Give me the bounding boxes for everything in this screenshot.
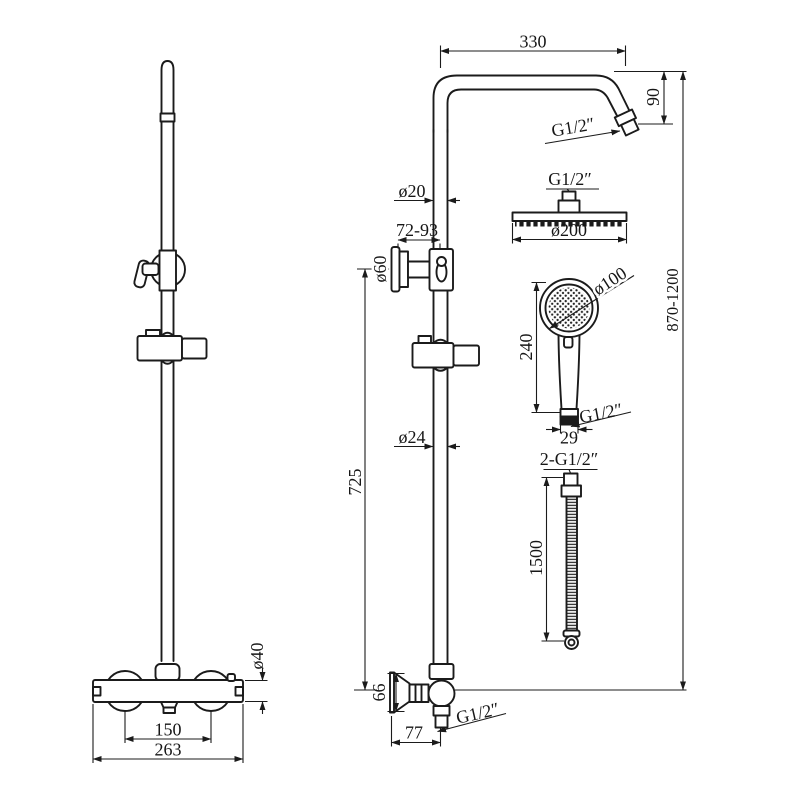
mixer-body [92, 679, 244, 703]
dim-hose-length: 1500 [526, 540, 546, 576]
dim-handset-diameter: ø100 [589, 263, 630, 299]
mixer-button [226, 673, 236, 682]
dim-handset-neck: 29 [560, 428, 578, 448]
dimension-labels: 150 263 ø40 330 90 G1/2″ 870-1200 G1/2″ … [155, 32, 683, 760]
dim-head-thread: G1/2″ [548, 169, 592, 189]
wall-bracket [133, 249, 186, 292]
bracket-flange [390, 246, 401, 293]
arm-outlet-connector [613, 108, 640, 137]
slider-holder [136, 329, 208, 365]
handset-button [563, 336, 574, 349]
dimension-lines [92, 45, 687, 763]
product-side-view [92, 60, 244, 714]
dim-bracket-flange-diameter: ø60 [370, 256, 390, 283]
dim-valve-diameter: ø40 [247, 643, 267, 670]
diagram-slider-holder [411, 335, 480, 372]
shower-hose [560, 472, 582, 650]
foot-ball-joint [427, 679, 456, 708]
rail-collar [159, 112, 176, 123]
dim-pipe-lower-diameter: ø24 [399, 427, 426, 447]
dim-foot-flange: 66 [369, 684, 389, 702]
diagram-wall-bracket [390, 246, 454, 293]
diagram-view [389, 74, 640, 729]
hand-shower [539, 278, 599, 426]
dim-valve-width: 263 [155, 740, 182, 760]
dim-foot-reach: 77 [405, 723, 423, 743]
dim-handset-thread: G1/2″ [578, 399, 625, 427]
dim-head-diameter: ø200 [551, 220, 587, 240]
mixer-valve [92, 663, 244, 714]
dim-arm-length: 330 [520, 32, 547, 52]
shower-arm [432, 74, 640, 137]
dim-hose-thread: 2-G1/2″ [540, 449, 599, 469]
dim-pipe-section-length: 725 [345, 469, 365, 496]
diagram-riser-rail [432, 129, 449, 666]
rain-head [511, 190, 628, 227]
dim-bracket-reach: 72-93 [396, 220, 438, 240]
dim-height-range: 870-1200 [663, 268, 682, 331]
dim-foot-thread: G1/2″ [454, 699, 501, 728]
foot-flange [389, 671, 411, 714]
dim-arm-drop: 90 [643, 88, 663, 106]
dim-handset-length: 240 [516, 334, 536, 361]
dim-valve-centres: 150 [155, 720, 182, 740]
dim-pipe-upper-diameter: ø20 [399, 181, 426, 201]
